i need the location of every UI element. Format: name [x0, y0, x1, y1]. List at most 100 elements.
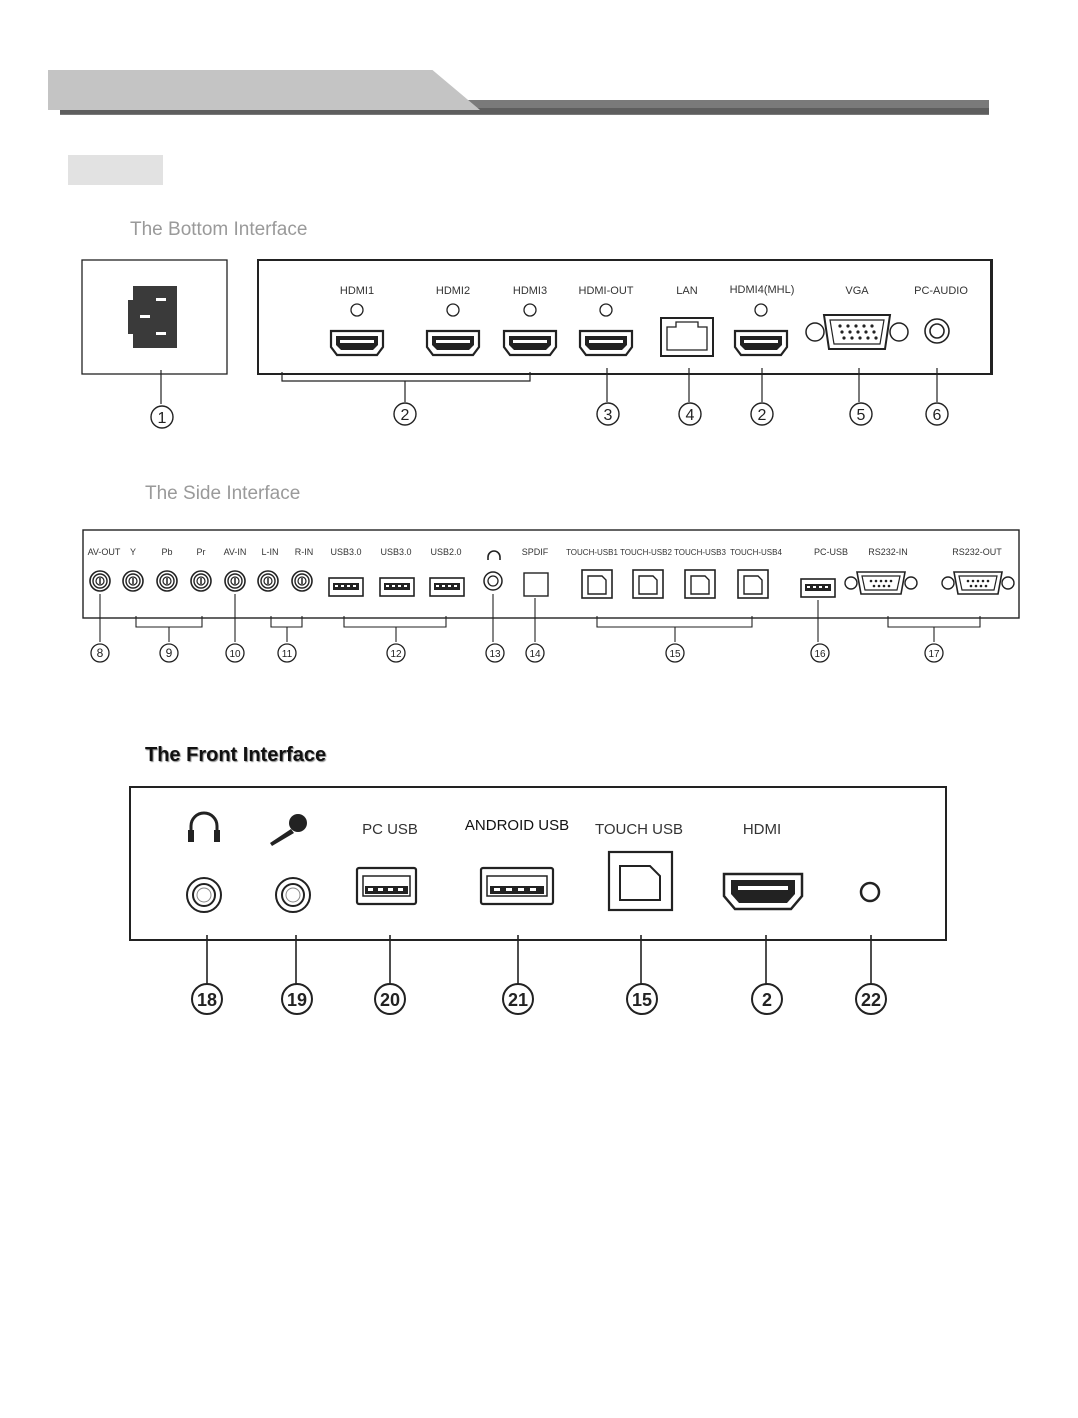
callout-3: 3 — [604, 407, 613, 424]
l-in-jack-icon — [257, 570, 279, 592]
power-socket-icon — [128, 286, 177, 348]
bottom-interface: HDMI1 HDMI2 HDMI3 HDMI-OUT LAN HDMI4(MHL… — [81, 259, 993, 429]
hdmi2-port-icon — [425, 329, 481, 357]
callout-19: 19 — [287, 990, 307, 1010]
callout-2b: 2 — [758, 407, 767, 424]
front-android-usb-port-icon — [479, 866, 555, 906]
hdmi4-port-icon — [733, 329, 789, 357]
front-indicator-icon — [859, 881, 881, 903]
pb-jack-icon — [156, 570, 178, 592]
port-label-hdmi4-mhl: HDMI4(MHL) — [730, 284, 795, 296]
callout-13: 13 — [489, 649, 501, 660]
side-label-usb30-a: USB3.0 — [330, 547, 361, 557]
usb30-b-port-icon — [379, 577, 415, 597]
side-label-touch-usb3: TOUCH-USB3 — [674, 548, 726, 557]
front-label-android-usb: ANDROID USB — [465, 817, 569, 834]
callout-9: 9 — [166, 646, 173, 660]
front-label-pc-usb: PC USB — [362, 821, 418, 838]
vga-port-icon — [805, 314, 909, 350]
port-label-hdmi3: HDMI3 — [513, 285, 547, 297]
pc-usb-port-icon — [800, 578, 836, 598]
microphone-jack-icon — [275, 877, 311, 913]
side-label-rs232-out: RS232-OUT — [952, 547, 1002, 557]
callout-20: 20 — [380, 990, 400, 1010]
side-label-usb30-b: USB3.0 — [380, 547, 411, 557]
callout-2-front: 2 — [762, 990, 772, 1010]
callout-15: 15 — [669, 649, 681, 660]
front-interface-title: The Front Interface — [145, 744, 327, 766]
side-label-usb20: USB2.0 — [430, 547, 461, 557]
front-label-touch-usb: TOUCH USB — [595, 821, 683, 838]
side-label-touch-usb1: TOUCH-USB1 — [566, 548, 618, 557]
side-label-rs232-in: RS232-IN — [868, 547, 908, 557]
callout-22: 22 — [861, 990, 881, 1010]
front-touch-usb-port-icon — [607, 850, 674, 912]
hdmi3-port-icon — [502, 329, 558, 357]
usb30-a-port-icon — [328, 577, 364, 597]
lan-port-icon — [660, 317, 714, 357]
spdif-port-icon — [523, 572, 549, 597]
callout-8: 8 — [97, 646, 104, 660]
av-out-jack-icon — [89, 570, 111, 592]
pc-audio-port-icon — [924, 318, 950, 344]
callout-6: 6 — [933, 407, 942, 424]
callout-15-front: 15 — [632, 990, 652, 1010]
port-label-vga: VGA — [845, 285, 869, 297]
touch-usb2-port-icon — [632, 569, 664, 599]
side-label-r-in: R-IN — [295, 547, 314, 557]
callout-1: 1 — [158, 410, 167, 427]
callout-14: 14 — [529, 649, 541, 660]
port-label-hdmi1: HDMI1 — [340, 285, 374, 297]
side-label-spdif: SPDIF — [522, 547, 549, 557]
led-indicators — [350, 303, 768, 317]
port-label-hdmi2: HDMI2 — [436, 285, 470, 297]
callout-2: 2 — [401, 407, 410, 424]
port-label-pc-audio: PC-AUDIO — [914, 285, 968, 297]
side-label-touch-usb2: TOUCH-USB2 — [620, 548, 672, 557]
callout-5: 5 — [857, 407, 866, 424]
callout-4: 4 — [686, 407, 695, 424]
headphone-jack-icon — [186, 877, 222, 913]
callout-12: 12 — [390, 649, 402, 660]
usb20-port-icon — [429, 577, 465, 597]
front-pc-usb-port-icon — [355, 866, 418, 906]
side-interface: AV-OUT Y Pb Pr AV-IN L-IN R-IN USB3.0 US… — [82, 529, 1020, 663]
front-hdmi-port-icon — [722, 872, 804, 911]
side-label-y: Y — [130, 547, 136, 557]
section-label-box — [68, 155, 163, 185]
microphone-icon — [270, 814, 307, 846]
pr-jack-icon — [190, 570, 212, 592]
bottom-interface-title: The Bottom Interface — [130, 219, 308, 240]
header-tab — [48, 70, 480, 110]
callout-18: 18 — [197, 990, 217, 1010]
front-callout-lines — [206, 935, 872, 984]
front-label-hdmi: HDMI — [743, 821, 781, 838]
touch-usb4-port-icon — [737, 569, 769, 599]
callout-21: 21 — [508, 990, 528, 1010]
side-label-pr: Pr — [197, 547, 206, 557]
side-label-av-in: AV-IN — [224, 547, 247, 557]
headphone-icon — [188, 811, 220, 842]
side-callout-circles — [90, 643, 944, 663]
side-callout-lines — [99, 594, 981, 642]
bottom-callout-circles — [150, 402, 949, 429]
side-label-pb: Pb — [161, 547, 172, 557]
av-in-jack-icon — [224, 570, 246, 592]
front-panel — [129, 786, 947, 941]
bottom-callout-lines — [160, 368, 938, 404]
callout-17: 17 — [928, 649, 940, 660]
front-interface: PC USB ANDROID USB TOUCH USB HDMI — [129, 786, 947, 1015]
r-in-jack-icon — [291, 570, 313, 592]
touch-usb3-port-icon — [684, 569, 716, 599]
side-headphone-jack-icon — [483, 571, 503, 591]
hdmi1-port-icon — [329, 329, 385, 357]
front-callout-circles — [191, 983, 887, 1015]
side-label-av-out: AV-OUT — [88, 547, 121, 557]
callout-16: 16 — [814, 649, 826, 660]
header-bar-shadow — [60, 108, 989, 114]
side-headphone-icon — [487, 550, 501, 560]
side-label-pc-usb: PC-USB — [814, 547, 848, 557]
port-label-hdmi-out: HDMI-OUT — [579, 285, 634, 297]
hdmi-out-port-icon — [578, 329, 634, 357]
